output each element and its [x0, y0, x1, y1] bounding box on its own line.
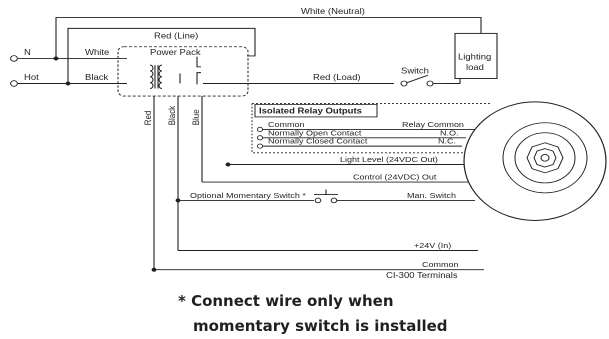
man-switch-label: Man. Switch [407, 191, 456, 200]
relay-contact-bottom [196, 72, 201, 85]
common-terminal [256, 126, 264, 132]
switch-blade [406, 74, 429, 84]
n-label: N [24, 48, 31, 57]
transformer-coil-left [149, 64, 154, 89]
white-neutral-wire [55, 17, 482, 59]
no-label: N.O. [440, 128, 458, 137]
sensor-lens-octagon [526, 142, 564, 174]
relay-outputs-header [254, 103, 378, 118]
common-label: Common [268, 120, 305, 129]
red-line-label: Red (Line) [154, 31, 198, 40]
lighting-load-box [454, 32, 498, 79]
common-bottom-label: Common [422, 260, 459, 269]
red-vertical-label: Red [142, 111, 153, 126]
sensor-center [540, 154, 550, 162]
sensor-ring-middle [514, 132, 576, 184]
relay-common-label: Relay Common [402, 120, 464, 129]
plus24v-label: +24V (In) [414, 241, 451, 250]
isolated-relay-outputs-label: Isolated Relay Outputs [259, 106, 362, 115]
momentary-terminal-left [314, 197, 322, 204]
n-junction [53, 56, 59, 61]
power-pack-box [117, 46, 249, 97]
hot-label: Hot [24, 73, 39, 82]
footnote-line-1: * Connect wire only when [178, 292, 394, 310]
relay-outputs-box [251, 103, 490, 154]
switch-label: Switch [401, 66, 429, 75]
hot-junction [65, 81, 71, 86]
light-level-label: Light Level (24VDC Out) [340, 155, 438, 164]
normally-closed-label: Normally Closed Contact [268, 136, 368, 145]
diagram-content: White (Neutral) Red (Line) N White Power… [10, 7, 607, 280]
light-level-junction [225, 162, 231, 167]
sensor-lens-inner [533, 148, 557, 168]
red-line-wire [67, 27, 256, 84]
blue-vertical-label: Blue [190, 109, 201, 125]
common-junction [151, 267, 157, 272]
nc-terminal [256, 143, 264, 149]
optional-switch-label: Optional Momentary Switch * [190, 191, 307, 200]
momentary-terminal-right [330, 197, 338, 204]
transformer-coil-right [158, 64, 163, 89]
nc-label: N.C. [438, 136, 456, 145]
n-terminal [10, 55, 18, 62]
white-label: White [85, 48, 109, 57]
control-out-label: Control (24VDC) Out [353, 172, 437, 181]
switch-terminal-left [400, 80, 408, 87]
black-vertical-label: Black [166, 105, 177, 125]
white-neutral-label: White (Neutral) [301, 7, 365, 16]
sensor-ring-outer [502, 122, 588, 194]
hot-terminal [10, 80, 18, 87]
red-load-label: Red (Load) [313, 73, 361, 82]
power-pack-label: Power Pack [150, 48, 201, 57]
ci300-terminals-label: CI-300 Terminals [386, 271, 458, 280]
normally-open-label: Normally Open Contact [268, 128, 362, 137]
lighting-load-label-1: Lighting [458, 52, 491, 61]
no-terminal [256, 135, 264, 141]
relay-contact-top [196, 56, 201, 68]
black-junction-24v [175, 198, 181, 203]
footnote-line-2: momentary switch is installed [193, 317, 448, 335]
lighting-load-label-2: load [466, 63, 484, 72]
black-label: Black [85, 73, 109, 82]
switch-terminal-right [426, 80, 434, 87]
